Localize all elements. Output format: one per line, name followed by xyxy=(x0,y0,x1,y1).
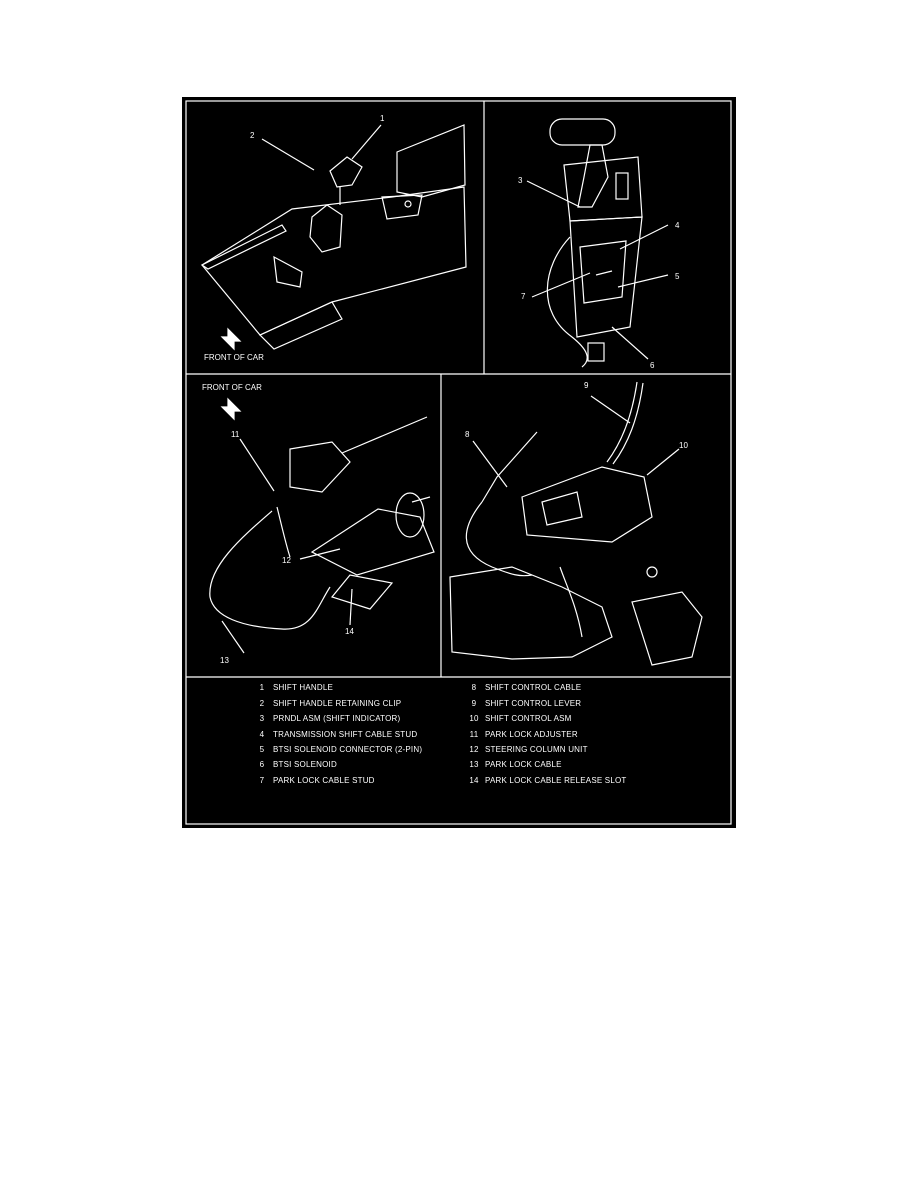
leader-9 xyxy=(590,395,631,424)
leader-3 xyxy=(526,180,581,208)
legend-text: SHIFT HANDLE RETAINING CLIP xyxy=(273,699,402,708)
legend-number: 10 xyxy=(469,714,479,723)
legend-number: 9 xyxy=(471,699,477,708)
legend-number: 6 xyxy=(259,760,265,769)
callout-3: 3 xyxy=(518,176,523,185)
leader-2 xyxy=(261,138,315,171)
callout-5: 5 xyxy=(675,272,680,281)
callout-7: 7 xyxy=(521,292,526,301)
legend-text: PARK LOCK CABLE RELEASE SLOT xyxy=(485,776,627,785)
callout-12: 12 xyxy=(282,556,291,565)
leader-5 xyxy=(617,274,669,288)
legend-text: SHIFT CONTROL CABLE xyxy=(485,683,582,692)
front-arrow-icon xyxy=(220,327,242,351)
leader-14 xyxy=(349,588,353,626)
illustration-drawing: 1 2 FRONT OF CAR 3 4 5 6 7 FRONT OF CAR … xyxy=(185,100,732,825)
leader-6 xyxy=(611,326,649,360)
legend-text: SHIFT CONTROL LEVER xyxy=(485,699,582,708)
legend-text: PARK LOCK CABLE STUD xyxy=(273,776,375,785)
service-illustration: 1 2 FRONT OF CAR 3 4 5 6 7 FRONT OF CAR … xyxy=(182,97,736,828)
shift-control-drawing xyxy=(449,381,703,666)
leader-12 xyxy=(299,548,341,560)
legend-text: PRNDL ASM (SHIFT INDICATOR) xyxy=(273,714,401,723)
legend-text: BTSI SOLENOID xyxy=(273,760,337,769)
front-arrow-icon-lower xyxy=(220,397,242,421)
callout-14: 14 xyxy=(345,627,354,636)
callout-4: 4 xyxy=(675,221,680,230)
legend-number: 3 xyxy=(259,714,265,723)
legend-number: 4 xyxy=(259,730,265,739)
front-of-car-label: FRONT OF CAR xyxy=(204,353,264,362)
callout-1: 1 xyxy=(380,114,385,123)
callout-10: 10 xyxy=(679,441,688,450)
legend-text: STEERING COLUMN UNIT xyxy=(485,745,588,754)
legend-text: PARK LOCK CABLE xyxy=(485,760,562,769)
leader-11 xyxy=(239,438,275,492)
callout-11: 11 xyxy=(231,430,240,439)
callout-13: 13 xyxy=(220,656,229,665)
legend-text: BTSI SOLENOID CONNECTOR (2-PIN) xyxy=(273,745,423,754)
outer-frame xyxy=(185,100,732,825)
callout-9: 9 xyxy=(584,381,589,390)
legend-text: PARK LOCK ADJUSTER xyxy=(485,730,578,739)
legend-number: 1 xyxy=(259,683,265,692)
leader-13 xyxy=(221,620,245,654)
shifter-drawing xyxy=(546,118,643,368)
steering-column-drawing xyxy=(209,416,435,630)
leader-1 xyxy=(351,124,382,160)
console-drawing xyxy=(200,124,467,350)
legend-text: SHIFT CONTROL ASM xyxy=(485,714,572,723)
leader-4 xyxy=(619,224,669,250)
legend-text: SHIFT HANDLE xyxy=(273,683,334,692)
legend-text: TRANSMISSION SHIFT CABLE STUD xyxy=(273,730,418,739)
legend-number: 7 xyxy=(259,776,265,785)
legend-number: 8 xyxy=(471,683,477,692)
callout-2: 2 xyxy=(250,131,255,140)
leader-7 xyxy=(531,272,591,298)
front-of-car-label-lower: FRONT OF CAR xyxy=(202,383,262,392)
leader-10 xyxy=(646,448,680,476)
legend-number: 5 xyxy=(259,745,265,754)
legend-number: 12 xyxy=(469,745,479,754)
legend-number: 13 xyxy=(469,760,479,769)
legend-number: 14 xyxy=(469,776,479,785)
leader-8 xyxy=(472,440,508,488)
legend-number: 2 xyxy=(259,699,265,708)
legend-number: 11 xyxy=(469,730,479,739)
callout-6: 6 xyxy=(650,361,655,370)
callout-8: 8 xyxy=(465,430,470,439)
